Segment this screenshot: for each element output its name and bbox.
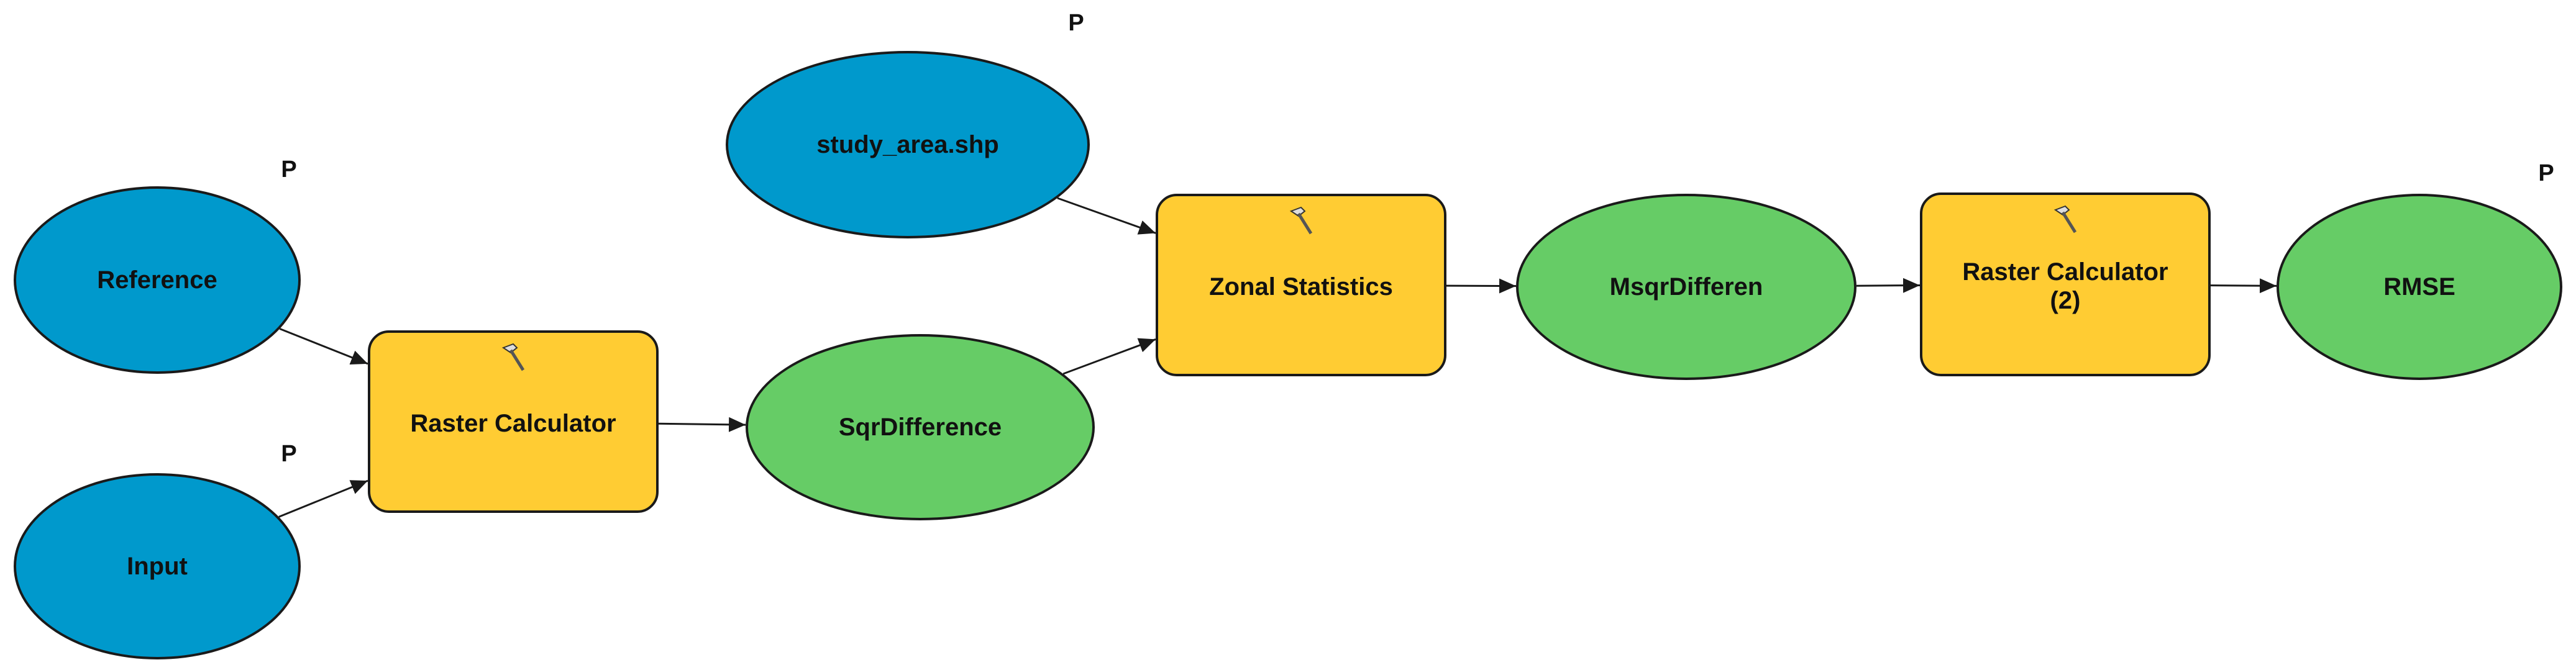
hammer-icon [1289,206,1313,235]
node-label: RMSE [2383,273,2455,301]
sqrdifference-output-node[interactable]: SqrDifference [746,334,1095,520]
node-label: MsqrDifferen [1609,273,1763,301]
connector-reference-to-raster-calc-1[interactable] [279,328,368,365]
zonal-statistics-tool-node[interactable]: Zonal Statistics [1156,194,1446,376]
reference-input-node[interactable]: Reference [14,186,301,374]
hammer-icon [501,343,525,371]
node-label: study_area.shp [816,131,999,158]
connector-input-to-raster-calc-1[interactable] [278,479,368,518]
hammer-icon [2053,205,2077,233]
node-label: Zonal Statistics [1209,273,1393,301]
connector-raster-calc-1-to-sqrdifference[interactable] [658,417,746,432]
node-label: SqrDifference [838,414,1002,441]
node-label: Input [127,553,188,580]
parameter-flag: P [2538,160,2554,186]
node-label: Reference [97,266,217,294]
connector-sqrdifference-to-zonal-stats[interactable] [1062,338,1156,375]
node-label: Raster Calculator (2) [1962,258,2168,314]
msqrdifferen-output-node[interactable]: MsqrDifferen [1516,194,1857,380]
input-raster-node[interactable]: Input [14,473,301,659]
connector-study-area-to-zonal-stats[interactable] [1057,197,1156,235]
parameter-flag: P [1068,10,1084,36]
raster-calculator-tool-node[interactable]: Raster Calculator [368,330,659,513]
rmse-output-node[interactable]: RMSE [2277,194,2562,380]
parameter-flag: P [281,441,297,467]
raster-calculator-2-tool-node[interactable]: Raster Calculator (2) [1920,192,2211,376]
node-label: Raster Calculator [410,410,616,437]
study-area-input-node[interactable]: study_area.shp [726,51,1090,238]
parameter-flag: P [281,156,297,183]
